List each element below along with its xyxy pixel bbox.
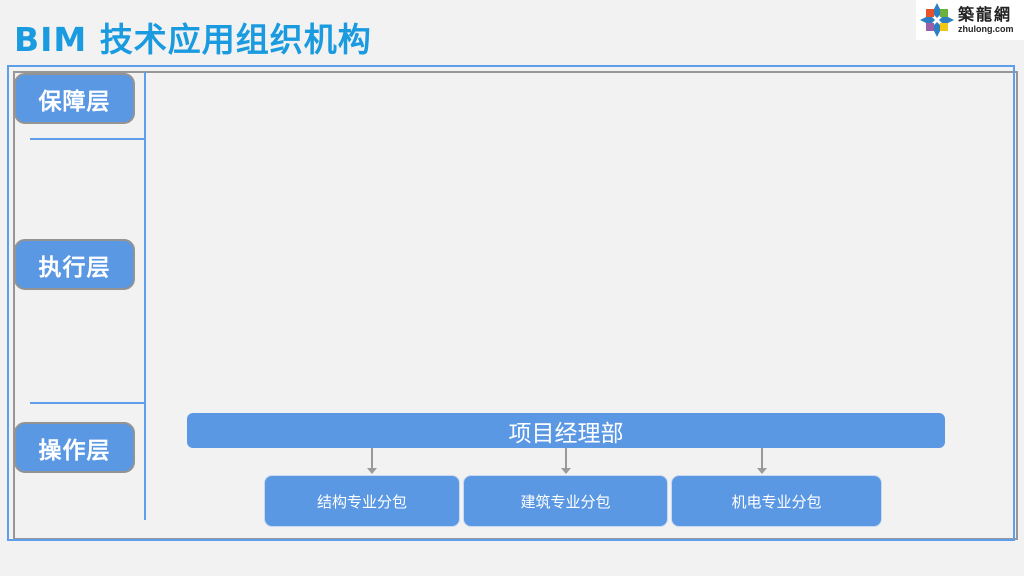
logo-name-cn: 築龍網 (958, 4, 1013, 24)
logo-name-en: zhulong.com (958, 23, 1014, 34)
structural-subcontract: 结构专业分包 (264, 475, 460, 527)
architectural-subcontract: 建筑专业分包 (463, 475, 668, 527)
mep-subcontract: 机电专业分包 (671, 475, 882, 527)
layer-execution: 执行层 (14, 239, 135, 290)
slide-title: BIM 技术应用组织机构 (14, 20, 372, 59)
zhulong-logo: 築龍網 zhulong.com (916, 0, 1024, 40)
arrow-down-icon (757, 448, 767, 474)
layer-divider-2 (30, 402, 145, 404)
layer-operation: 操作层 (14, 422, 135, 473)
project-manager-dept: 项目经理部 (187, 413, 945, 448)
arrow-down-icon (367, 448, 377, 474)
layer-divider-vertical (144, 72, 146, 520)
layer-divider-1 (30, 138, 145, 140)
arrow-down-icon (561, 448, 571, 474)
diagram-frame-blue (7, 65, 1015, 541)
pinwheel-logo-icon (918, 1, 956, 39)
layer-guarantee: 保障层 (14, 73, 135, 124)
